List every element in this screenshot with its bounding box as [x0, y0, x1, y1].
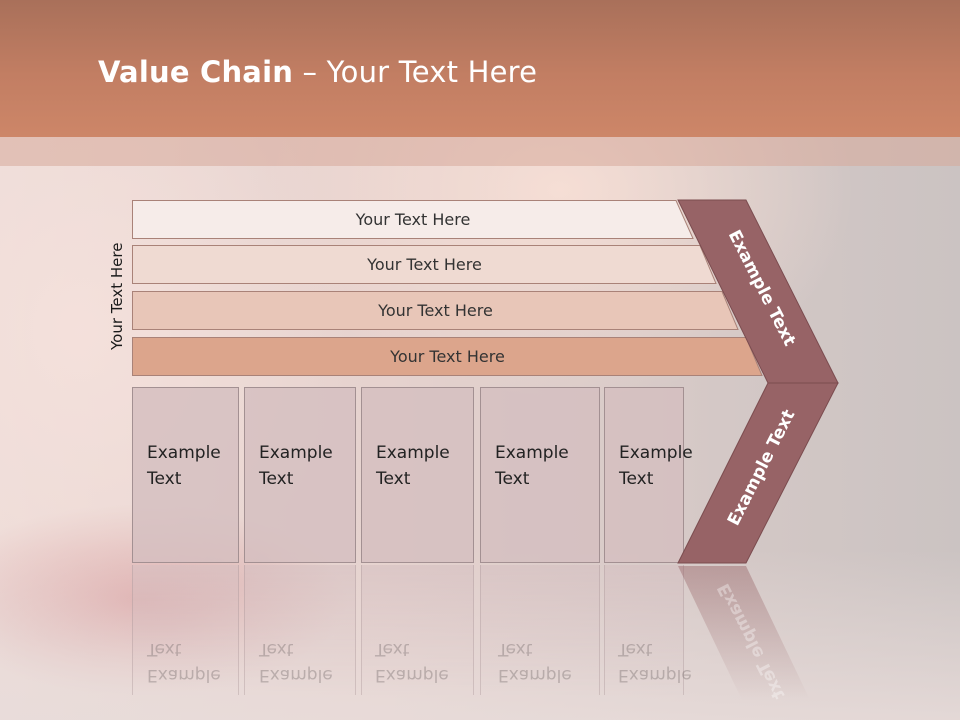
box-1-reflection: [132, 565, 239, 695]
box-5[interactable]: Example Text: [604, 387, 693, 563]
box-3-reflection: [361, 565, 474, 695]
title-bold: Value Chain: [98, 55, 294, 89]
box-5-line2: Text: [619, 469, 654, 489]
side-label[interactable]: Your Text Here: [108, 242, 126, 350]
bar-4[interactable]: Your Text Here: [132, 337, 763, 376]
box-2-line1: Example: [259, 443, 333, 463]
bar-3-label: Your Text Here: [378, 301, 493, 320]
box-4-line1: Example: [495, 443, 569, 463]
box-3-line2: Text: [376, 469, 411, 489]
bar-1-label: Your Text Here: [355, 210, 471, 229]
bar-1[interactable]: Your Text Here: [132, 200, 694, 239]
box-1[interactable]: Example Text: [132, 387, 239, 563]
box-1-line1: Example: [147, 443, 221, 463]
bar-3[interactable]: Your Text Here: [132, 291, 739, 330]
box-3-line1: Example: [376, 443, 450, 463]
bar-2-shape: [132, 245, 717, 284]
bar-4-label: Your Text Here: [390, 347, 505, 366]
slide-title[interactable]: Value Chain – Your Text Here: [98, 55, 537, 95]
box-5-reflection: [604, 565, 684, 695]
title-rest: – Your Text Here: [293, 55, 538, 89]
box-4-line2: Text: [495, 469, 530, 489]
bar-1-shape: [132, 200, 694, 239]
box-2-line2: Text: [259, 469, 294, 489]
bar-2-label: Your Text Here: [367, 255, 482, 274]
box-2[interactable]: Example Text: [244, 387, 356, 563]
chevron-lower[interactable]: [677, 382, 839, 564]
header-band: [0, 0, 960, 137]
box-1-line2: Text: [147, 469, 182, 489]
bar-2[interactable]: Your Text Here: [132, 245, 717, 284]
bar-3-shape: [132, 291, 739, 330]
header-strip: [0, 137, 960, 166]
box-2-reflection: [244, 565, 356, 695]
box-5-line1: Example: [619, 443, 693, 463]
box-4[interactable]: Example Text: [480, 387, 600, 563]
bar-4-shape: [132, 337, 763, 376]
box-4-reflection: [480, 565, 600, 695]
box-3[interactable]: Example Text: [361, 387, 474, 563]
